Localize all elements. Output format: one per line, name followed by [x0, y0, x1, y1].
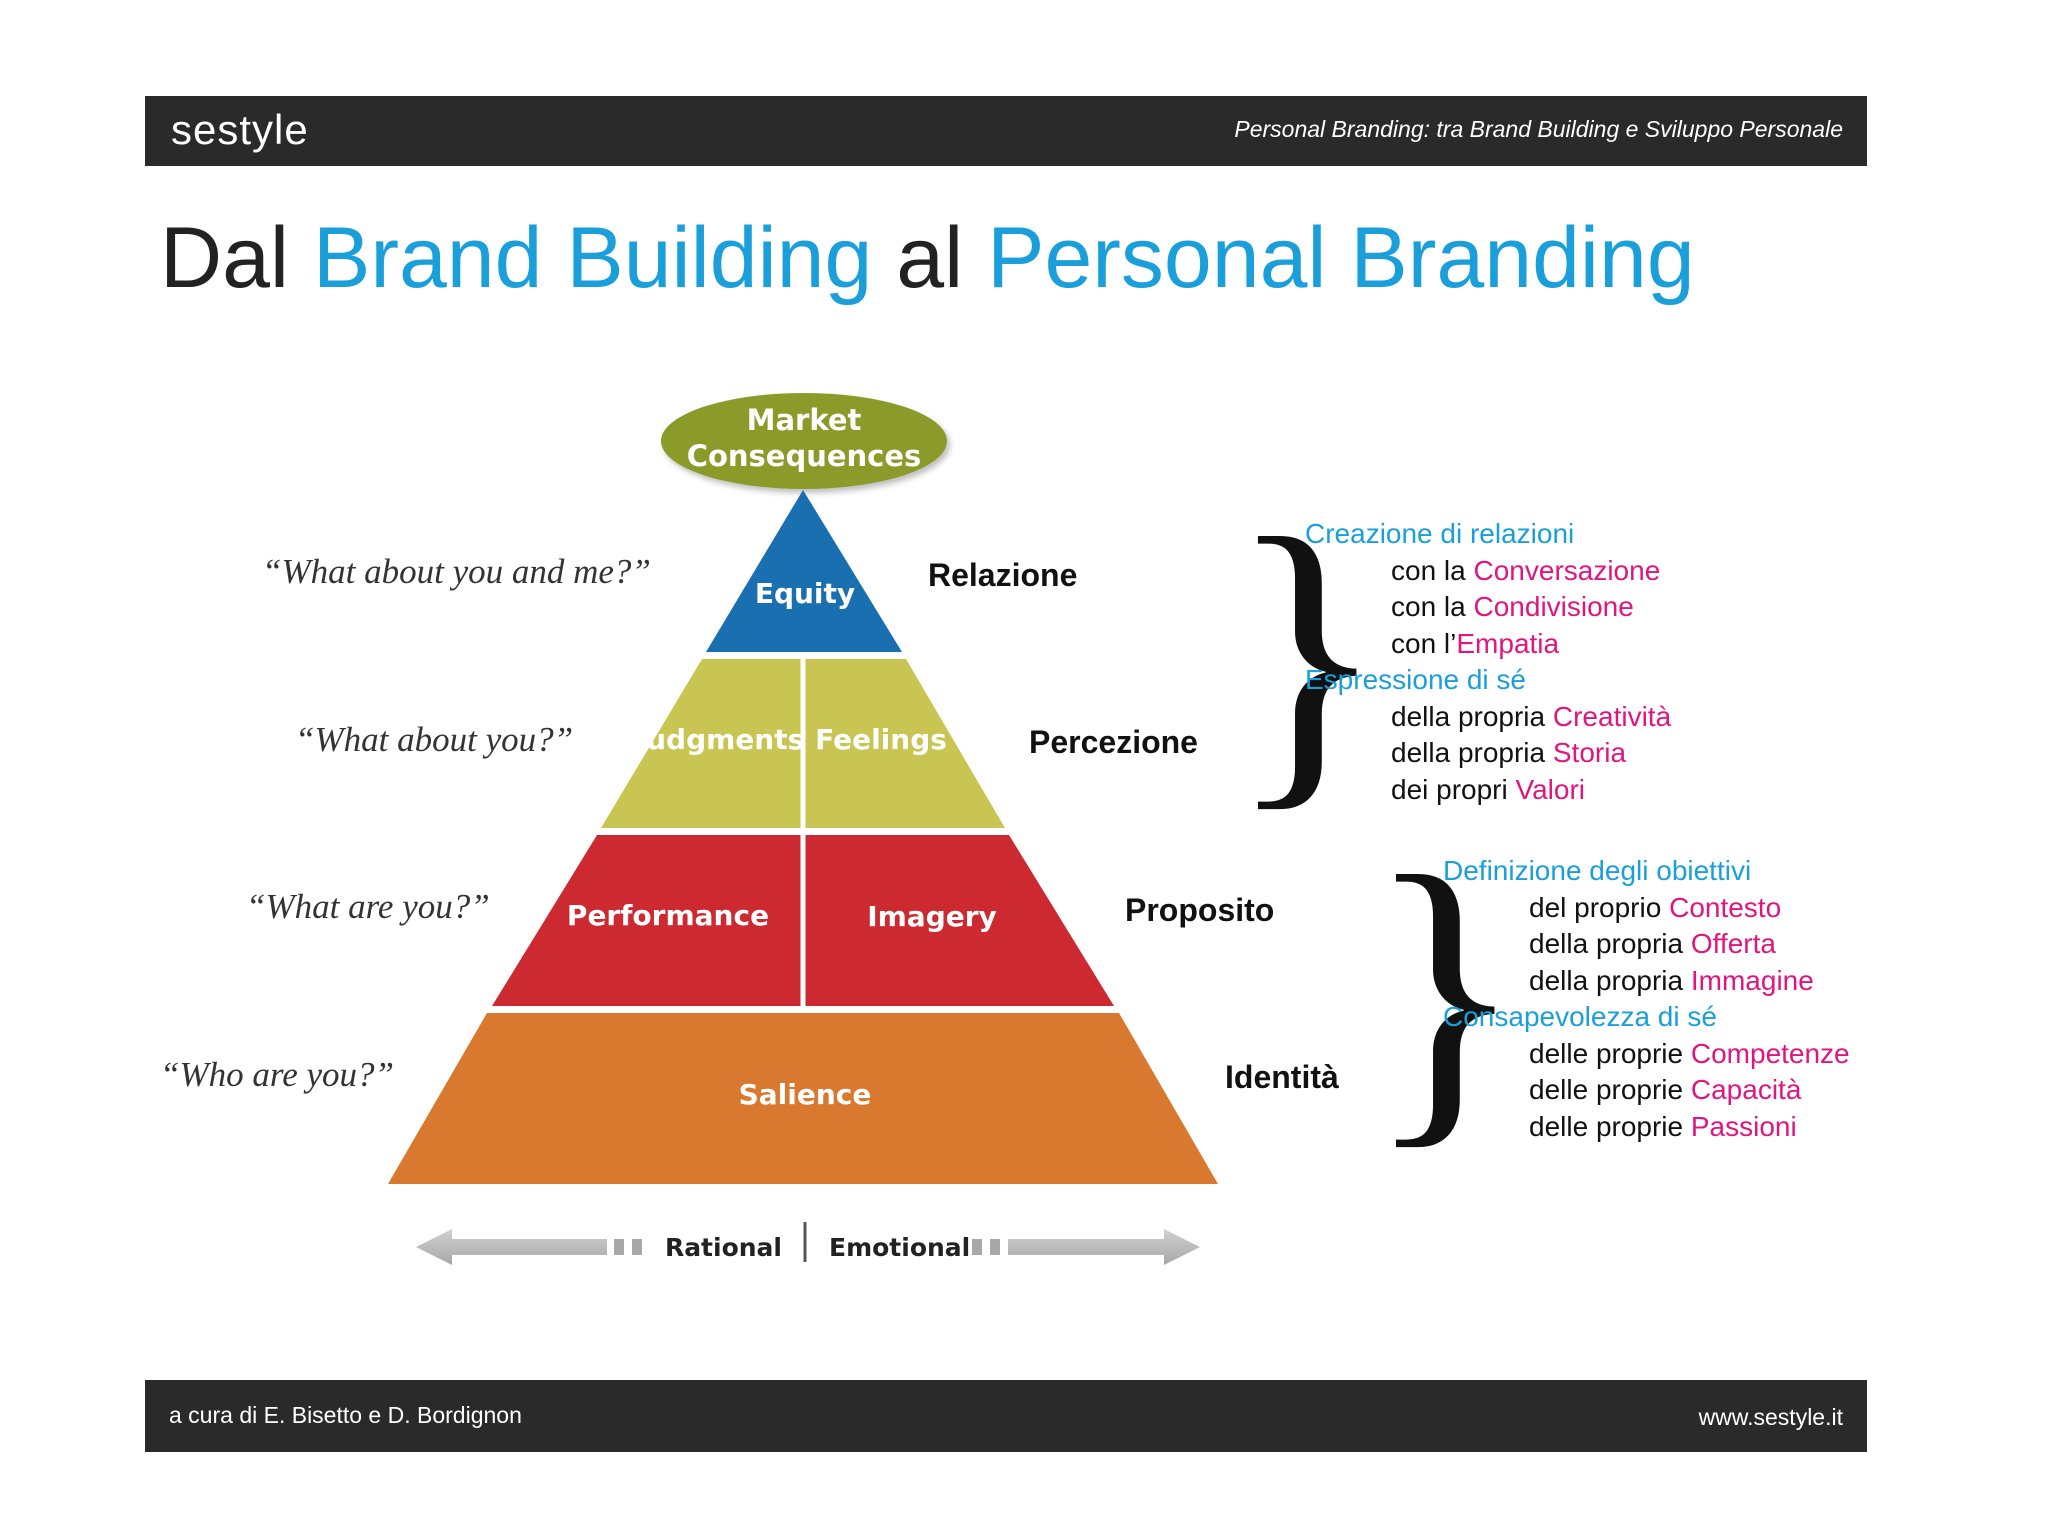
level-relazione: Relazione: [928, 557, 1078, 593]
market-consequences-ellipse: [661, 393, 947, 489]
list-item: della propria Creatività: [1391, 700, 1672, 732]
list1-head1: Creazione di relazioni: [1305, 518, 1575, 549]
rational-emotional-axis: Rational Emotional: [416, 1222, 1200, 1265]
market-label-line1: Market: [747, 403, 862, 437]
page-title: Dal Brand Building al Personal Branding: [160, 208, 1695, 308]
list-item: del proprio Contesto: [1529, 891, 1782, 923]
list-item: con l’Empatia: [1391, 627, 1560, 659]
question-you-and-me: “What about you and me?”: [262, 552, 651, 591]
list1-head2: Espressione di sé: [1305, 664, 1527, 695]
emotional-label: Emotional: [829, 1233, 970, 1262]
feelings-label: Feelings: [815, 723, 947, 756]
salience-label: Salience: [739, 1078, 872, 1111]
equity-block: [706, 490, 902, 652]
list-item: delle proprie Capacità: [1529, 1074, 1802, 1105]
list2-head1: Definizione degli obiettivi: [1443, 855, 1752, 886]
level-identita: Identità: [1225, 1059, 1339, 1095]
level-percezione: Percezione: [1029, 724, 1198, 760]
brace-2: }: [1366, 810, 1525, 1175]
footer-url-link[interactable]: www.sestyle.it: [1698, 1404, 1843, 1430]
rational-label: Rational: [665, 1233, 782, 1262]
list-item: con la Condivisione: [1391, 591, 1634, 622]
list-item: dei propri Valori: [1391, 773, 1586, 805]
level-proposito: Proposito: [1125, 892, 1275, 928]
footer-bar: a cura di E. Bisetto e D. Bordignon www.…: [145, 1380, 1867, 1452]
salience-block: [388, 1013, 1218, 1184]
title-part-4: Personal Branding: [987, 210, 1695, 306]
list-proposito-identita: Definizione degli obiettivi del proprio …: [1443, 853, 1850, 1145]
list-item: della propria Immagine: [1529, 964, 1814, 996]
title-part-2: Brand Building: [312, 210, 873, 306]
brace-1: }: [1228, 472, 1387, 837]
list-item: con la Conversazione: [1391, 554, 1661, 586]
market-label-line2: Consequences: [687, 439, 922, 473]
list2-head2: Consapevolezza di sé: [1443, 1001, 1717, 1032]
header-subtitle: Personal Branding: tra Brand Building e …: [1234, 116, 1843, 142]
sestyle-logo[interactable]: sestyle: [171, 106, 309, 153]
equity-label: Equity: [755, 577, 855, 610]
question-what-are-you: “What are you?”: [246, 887, 490, 926]
title-part-3: al: [896, 210, 964, 306]
list-item: delle proprie Passioni: [1529, 1110, 1797, 1142]
left-arrow: [416, 1229, 607, 1265]
imagery-label: Imagery: [867, 900, 997, 933]
question-who-are-you: “Who are you?”: [160, 1055, 394, 1094]
performance-label: Performance: [567, 899, 769, 932]
footer-credit: a cura di E. Bisetto e D. Bordignon: [169, 1402, 522, 1428]
list-item: della propria Offerta: [1529, 928, 1776, 959]
title-part-1: Dal: [160, 210, 290, 306]
right-arrow: [1008, 1229, 1200, 1265]
list-item: delle proprie Competenze: [1529, 1037, 1850, 1069]
list-item: della propria Storia: [1391, 737, 1627, 768]
question-about-you: “What about you?”: [295, 720, 574, 759]
list-relazione-percezione: Creazione di relazioni con la Conversazi…: [1305, 516, 1671, 808]
judgments-label: Judgments: [634, 723, 805, 756]
header-bar: sestyle Personal Branding: tra Brand Bui…: [145, 96, 1867, 166]
